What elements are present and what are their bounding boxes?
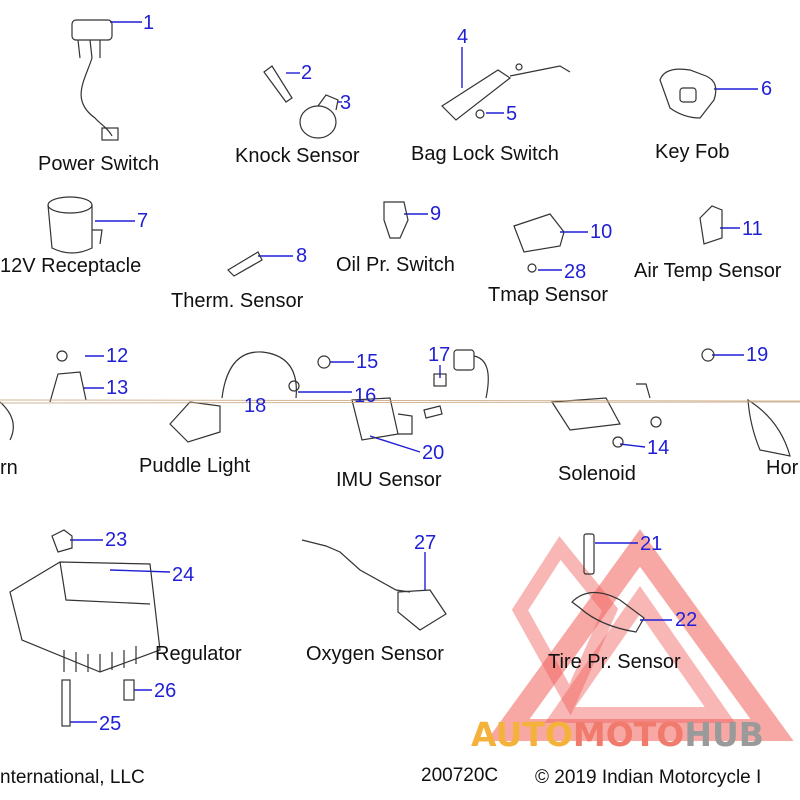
callout-8: 8 [296, 245, 308, 267]
callout-1: 1 [143, 12, 155, 34]
callout-10: 10 [590, 221, 613, 243]
label-key-fob: Key Fob [655, 141, 730, 163]
callout-26: 26 [154, 680, 177, 702]
callout-12: 12 [106, 345, 129, 367]
label-air-temp-sensor: Air Temp Sensor [634, 260, 782, 282]
callout-5: 5 [506, 103, 518, 125]
callout-7: 7 [137, 210, 149, 232]
label-knock-sensor: Knock Sensor [235, 145, 360, 167]
callout-14: 14 [647, 437, 670, 459]
label-regulator: Regulator [155, 643, 242, 665]
footer-left-copyright: nternational, LLC [0, 767, 145, 788]
callout-25: 25 [99, 713, 122, 735]
callout-11: 11 [742, 218, 763, 240]
label-tire-pr-sensor: Tire Pr. Sensor [548, 651, 681, 673]
callout-6: 6 [761, 78, 773, 100]
callout-19: 19 [746, 344, 769, 366]
footer-diagram-code: 200720C [421, 765, 499, 786]
callout-20: 20 [422, 442, 445, 464]
label-solenoid: Solenoid [558, 463, 636, 485]
callout-28: 28 [564, 261, 587, 283]
label-bag-lock-switch: Bag Lock Switch [411, 143, 559, 165]
callout-21: 21 [640, 533, 663, 555]
callout-16: 16 [354, 385, 377, 407]
callout-9: 9 [430, 203, 442, 225]
callout-4: 4 [457, 26, 469, 48]
watermark-logo-auto: AUTO [471, 715, 573, 754]
label-oil-pr-switch: Oil Pr. Switch [336, 254, 455, 276]
watermark-logo-moto: MOTO [572, 715, 685, 754]
label-tmap-sensor: Tmap Sensor [488, 284, 609, 306]
label-puddle-light: Puddle Light [139, 455, 251, 477]
watermark-logo-hub: HUB [684, 715, 764, 754]
callout-27: 27 [414, 532, 437, 554]
callout-15: 15 [356, 351, 379, 373]
label-power-switch: Power Switch [38, 153, 160, 175]
watermark-logo: AUTOMOTOHUB [471, 718, 764, 751]
label-horn-left: rn [0, 457, 18, 479]
callout-2: 2 [301, 62, 313, 84]
callout-18: 18 [244, 395, 267, 417]
callout-13: 13 [106, 377, 129, 399]
callout-3: 3 [340, 92, 352, 114]
label-imu-sensor: IMU Sensor [336, 469, 442, 491]
callout-23: 23 [105, 529, 128, 551]
label-oxygen-sensor: Oxygen Sensor [306, 643, 444, 665]
footer-right-copyright: © 2019 Indian Motorcycle I [535, 767, 762, 788]
label-therm-sensor: Therm. Sensor [171, 290, 304, 312]
torn-band [0, 399, 800, 404]
label-horn-right: Hor [766, 457, 799, 479]
callout-17: 17 [428, 344, 451, 366]
label-12v-receptacle: 12V Receptacle [0, 255, 142, 277]
callout-24: 24 [172, 564, 195, 586]
callout-22: 22 [675, 609, 698, 631]
